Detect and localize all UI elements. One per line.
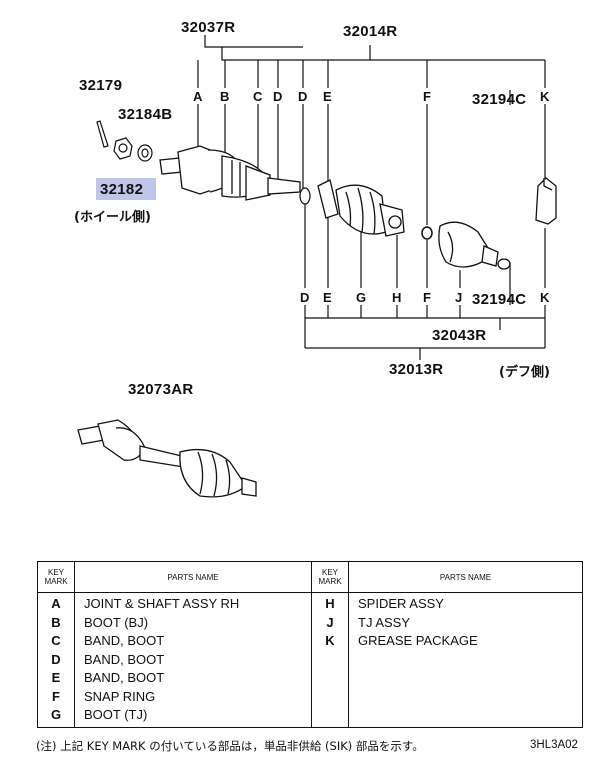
key-cell: C	[51, 633, 61, 648]
part-name-cell: BAND, BOOT	[84, 670, 165, 685]
part-name-cell: BOOT (BJ)	[84, 614, 149, 630]
exploded-diagram	[77, 35, 557, 498]
figure-code: 3HL3A02	[530, 739, 578, 751]
selected-part-highlight	[96, 178, 156, 200]
key-cell: H	[325, 596, 335, 611]
key-cell: D	[51, 651, 61, 667]
parts-key-table: KEY MARK PARTS NAME KEY MARK PARTS NAME …	[37, 561, 583, 728]
key-mark-bottom: H	[392, 290, 402, 305]
key-mark-top: F	[423, 89, 431, 104]
drive-shaft-assembly	[77, 419, 257, 498]
part-number-32043R: 32043R	[432, 327, 487, 344]
snap-ring-K	[497, 258, 511, 270]
footnote: (注) 上記 KEY MARK の付いている部品は，単品非供給 (SIK) 部品…	[36, 739, 424, 753]
key-cell: E	[51, 670, 61, 685]
key-mark-bottom: J	[455, 290, 463, 305]
part-number-32184B: 32184B	[118, 106, 173, 123]
part-name-cell: JOINT & SHAFT ASSY RH	[84, 596, 240, 611]
part-number-32194C-top: 32194C	[472, 91, 527, 108]
part-number-32182[interactable]: 32182	[100, 181, 144, 198]
bracket-32014R	[221, 47, 545, 61]
outboard-joint	[159, 145, 301, 201]
part-name-cell: BAND, BOOT	[84, 651, 165, 667]
parts-name-header: PARTS NAME	[74, 561, 312, 593]
part-number-32037R: 32037R	[181, 19, 236, 36]
part-name-cell: SNAP RING	[84, 688, 156, 704]
part-name-cell: GREASE PACKAGE	[358, 633, 478, 648]
key-mark-bottom: F	[423, 290, 431, 305]
key-cell: K	[325, 633, 335, 648]
key-mark-top: K	[540, 89, 550, 104]
nut-32182	[113, 137, 133, 160]
part-number-32073AR: 32073AR	[128, 381, 194, 398]
key-mark-bottom: D	[300, 290, 310, 305]
bracket-32037R	[204, 35, 303, 48]
washer-32184B	[137, 144, 153, 162]
key-cell: G	[50, 707, 62, 722]
grease-package	[535, 177, 557, 225]
key-mark-top: E	[323, 89, 332, 104]
part-name-cell: BOOT (TJ)	[84, 707, 148, 722]
part-number-32179: 32179	[79, 77, 123, 94]
part-number-32013R: 32013R	[389, 361, 444, 378]
part-number-32194C-bottom: 32194C	[472, 291, 527, 308]
key-mark-top: D	[273, 89, 283, 104]
snap-ring-F	[421, 226, 433, 240]
key-cell: A	[51, 596, 61, 611]
diff-side-label: (デフ側)	[499, 365, 550, 380]
part-number-32014R: 32014R	[343, 23, 398, 40]
tj-housing	[438, 221, 499, 268]
key-mark-top: D	[298, 89, 308, 104]
key-mark-top: C	[253, 89, 263, 104]
key-mark-top: B	[220, 89, 230, 104]
key-cell: F	[52, 688, 60, 704]
key-mark-bottom: G	[356, 290, 367, 305]
parts-name-header: PARTS NAME	[348, 561, 583, 593]
key-mark-bottom: K	[540, 290, 550, 305]
key-mark-header: KEY MARK	[311, 561, 349, 593]
wheel-side-label: (ホイール側)	[74, 210, 151, 225]
key-mark-top: A	[193, 89, 203, 104]
key-mark-header: KEY MARK	[37, 561, 75, 593]
band-boot-D	[299, 187, 311, 205]
tj-boot	[317, 179, 405, 237]
key-mark-bottom: E	[323, 290, 332, 305]
part-name-cell: SPIDER ASSY	[358, 596, 444, 611]
key-cell: J	[326, 614, 334, 630]
key-cell: B	[51, 614, 61, 630]
cotter-pin-32179	[96, 120, 109, 148]
part-name-cell: TJ ASSY	[358, 614, 411, 630]
part-name-cell: BAND, BOOT	[84, 633, 165, 648]
